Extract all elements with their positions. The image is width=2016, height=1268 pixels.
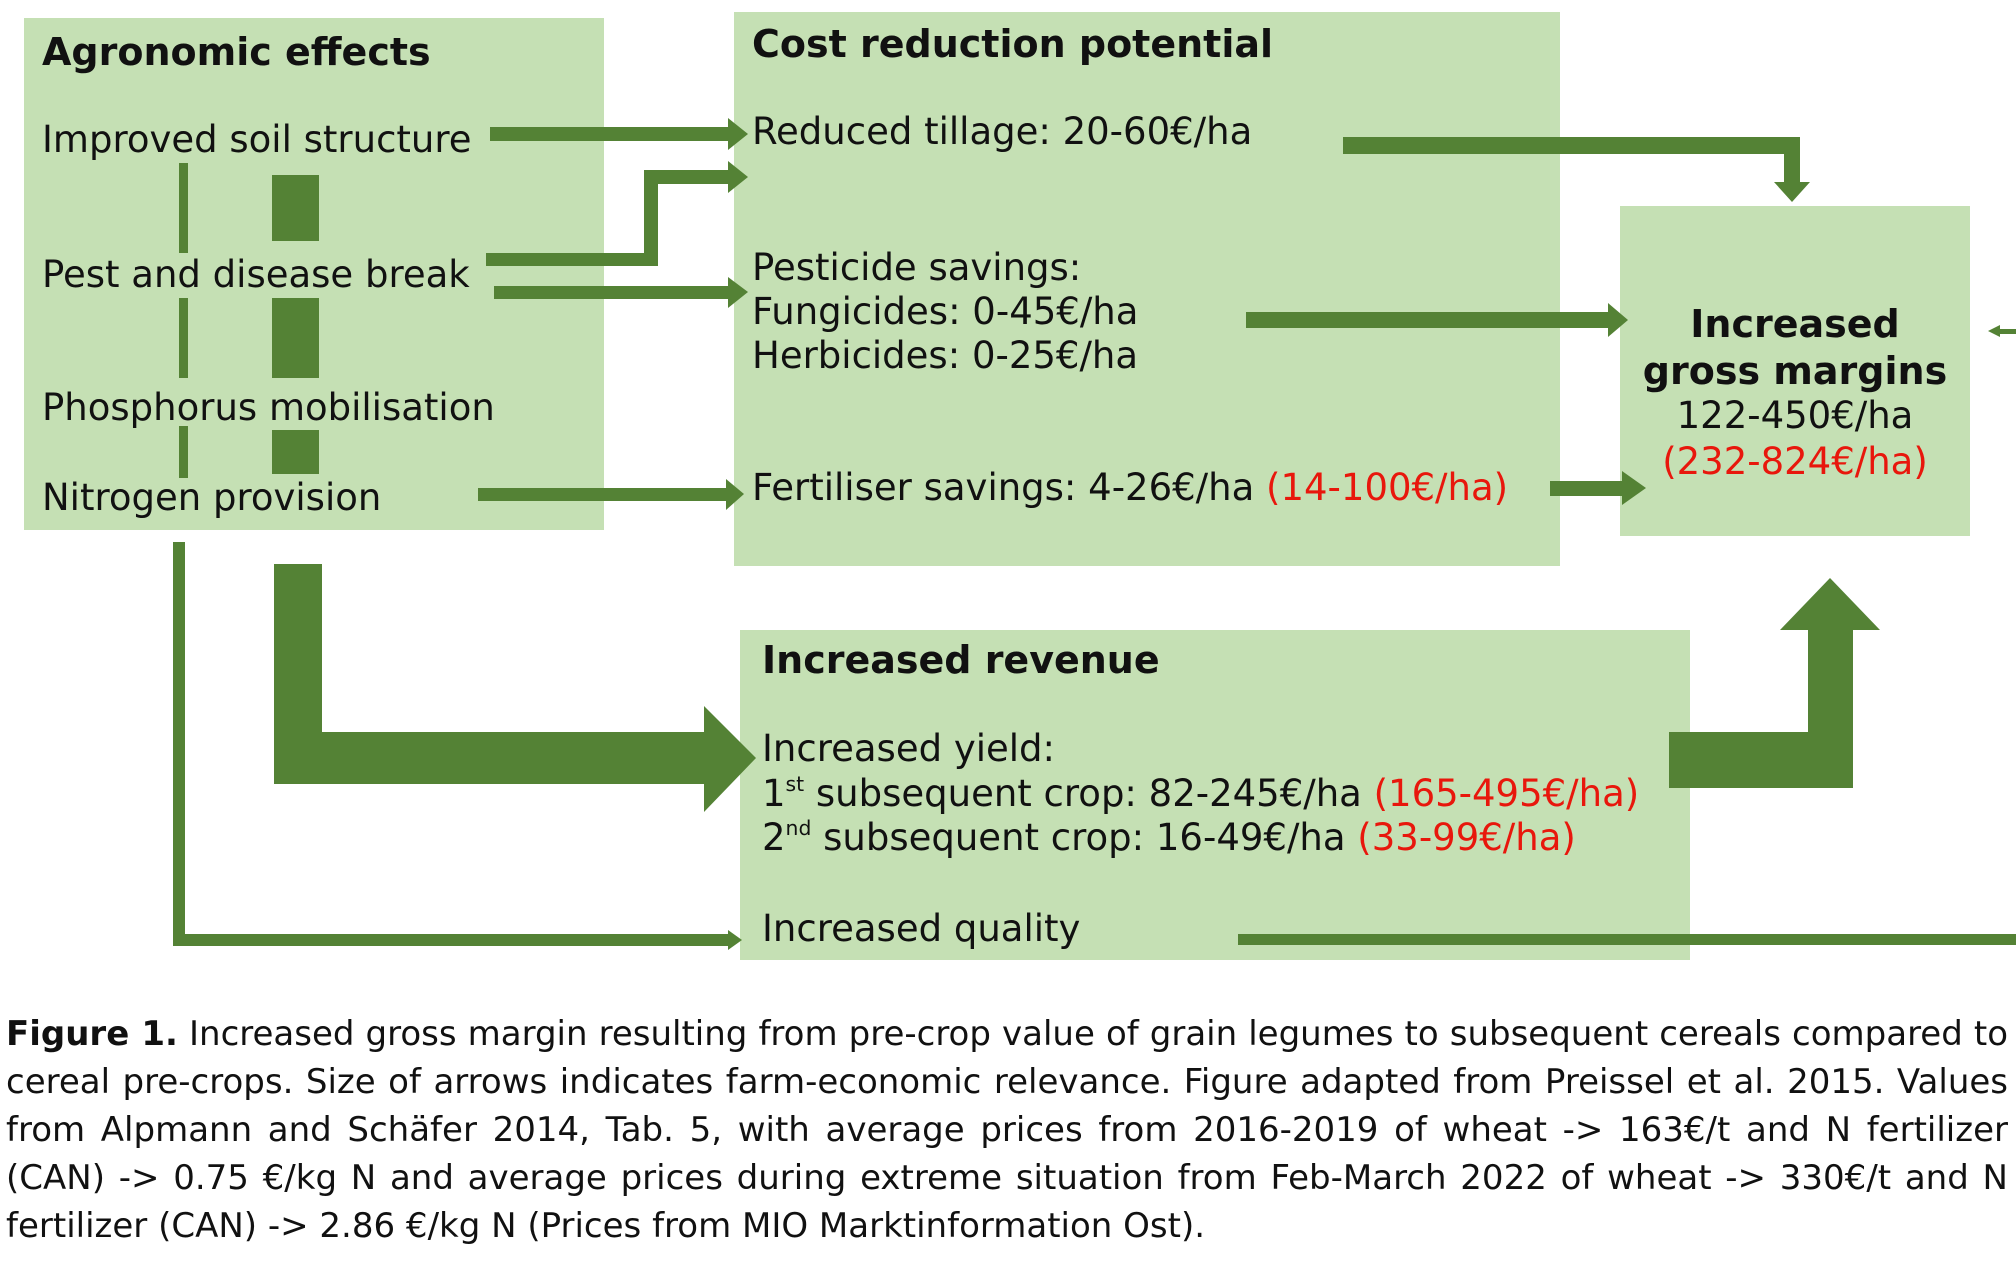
- agronomic-item-phosphorus: Phosphorus mobilisation: [42, 386, 495, 429]
- caption-label: Figure 1.: [6, 1014, 178, 1054]
- arrow-quality-to-margins-head: [1988, 325, 2016, 337]
- margins-value: 122-450€/ha: [1676, 394, 1914, 437]
- arrow-nitrogen-to-fertiliser: [478, 479, 744, 510]
- quality-text: Increased quality: [762, 907, 1081, 950]
- pesticide-title: Pesticide savings:: [752, 246, 1082, 289]
- arrow-quality-to-margins: [1238, 934, 2016, 945]
- second-crop-extreme: (33-99€/ha): [1357, 816, 1576, 859]
- connector-thick: [272, 298, 319, 378]
- herbicides-text: Herbicides: 0-25€/ha: [752, 334, 1139, 377]
- margins-title-2: gross margins: [1642, 349, 1948, 393]
- first-crop-value: subsequent crop: 82-245€/ha: [804, 772, 1362, 815]
- second-ordinal-suffix: nd: [785, 815, 812, 840]
- tillage-text: Reduced tillage: 20-60€/ha: [752, 110, 1253, 153]
- fertiliser-value: Fertiliser savings: 4-26€/ha: [752, 466, 1255, 509]
- yield-second-crop: 2nd subsequent crop: 16-49€/ha (33-99€/h…: [762, 816, 1576, 860]
- agronomic-item-soil: Improved soil structure: [42, 118, 472, 161]
- figure-caption: Figure 1. Increased gross margin resulti…: [6, 1010, 2008, 1250]
- fertiliser-text: Fertiliser savings: 4-26€/ha (14-100€/ha…: [752, 466, 1508, 510]
- cost-title: Cost reduction potential: [752, 22, 1274, 66]
- first-ordinal-suffix: st: [785, 771, 805, 796]
- arrows-layer: [173, 118, 2016, 950]
- increased-revenue-box: [740, 630, 1690, 960]
- connector-thick: [272, 175, 319, 241]
- agronomic-item-pest: Pest and disease break: [42, 253, 470, 296]
- agronomic-item-nitrogen: Nitrogen provision: [42, 476, 382, 519]
- arrow-agronomic-to-yield: [274, 564, 756, 812]
- arrow-pesticide-to-margins: [1246, 303, 1628, 337]
- arrow-tillage-to-margins: [1343, 137, 1810, 202]
- fertiliser-extreme: (14-100€/ha): [1266, 466, 1509, 509]
- yield-first-crop: 1st subsequent crop: 82-245€/ha (165-495…: [762, 772, 1639, 816]
- gross-margins-box: [1620, 206, 1970, 536]
- first-ordinal: 1: [762, 772, 786, 815]
- cost-reduction-box: [734, 12, 1560, 566]
- connector-thin: [179, 426, 188, 478]
- revenue-title: Increased revenue: [762, 638, 1160, 682]
- margins-title-1: Increased: [1690, 302, 1900, 346]
- connector-thin: [179, 163, 188, 253]
- caption-text: Increased gross margin resulting from pr…: [6, 1014, 2008, 1246]
- arrow-agronomic-to-quality: [173, 542, 742, 950]
- fungicides-text: Fungicides: 0-45€/ha: [752, 290, 1139, 333]
- connector-thin: [179, 298, 188, 378]
- arrow-soil-to-tillage: [490, 118, 748, 150]
- arrow-pest-to-pesticide: [494, 277, 748, 308]
- second-ordinal: 2: [762, 816, 786, 859]
- connector-thick: [272, 430, 319, 474]
- arrow-yield-to-margins: [1669, 578, 1880, 788]
- first-crop-extreme: (165-495€/ha): [1373, 772, 1640, 815]
- arrow-pest-to-tillage: [486, 161, 748, 266]
- margins-value-extreme: (232-824€/ha): [1662, 440, 1928, 483]
- second-crop-value: subsequent crop: 16-49€/ha: [811, 816, 1346, 859]
- yield-title: Increased yield:: [762, 727, 1056, 770]
- agronomic-title: Agronomic effects: [42, 30, 431, 74]
- arrow-fertiliser-to-margins: [1550, 471, 1646, 505]
